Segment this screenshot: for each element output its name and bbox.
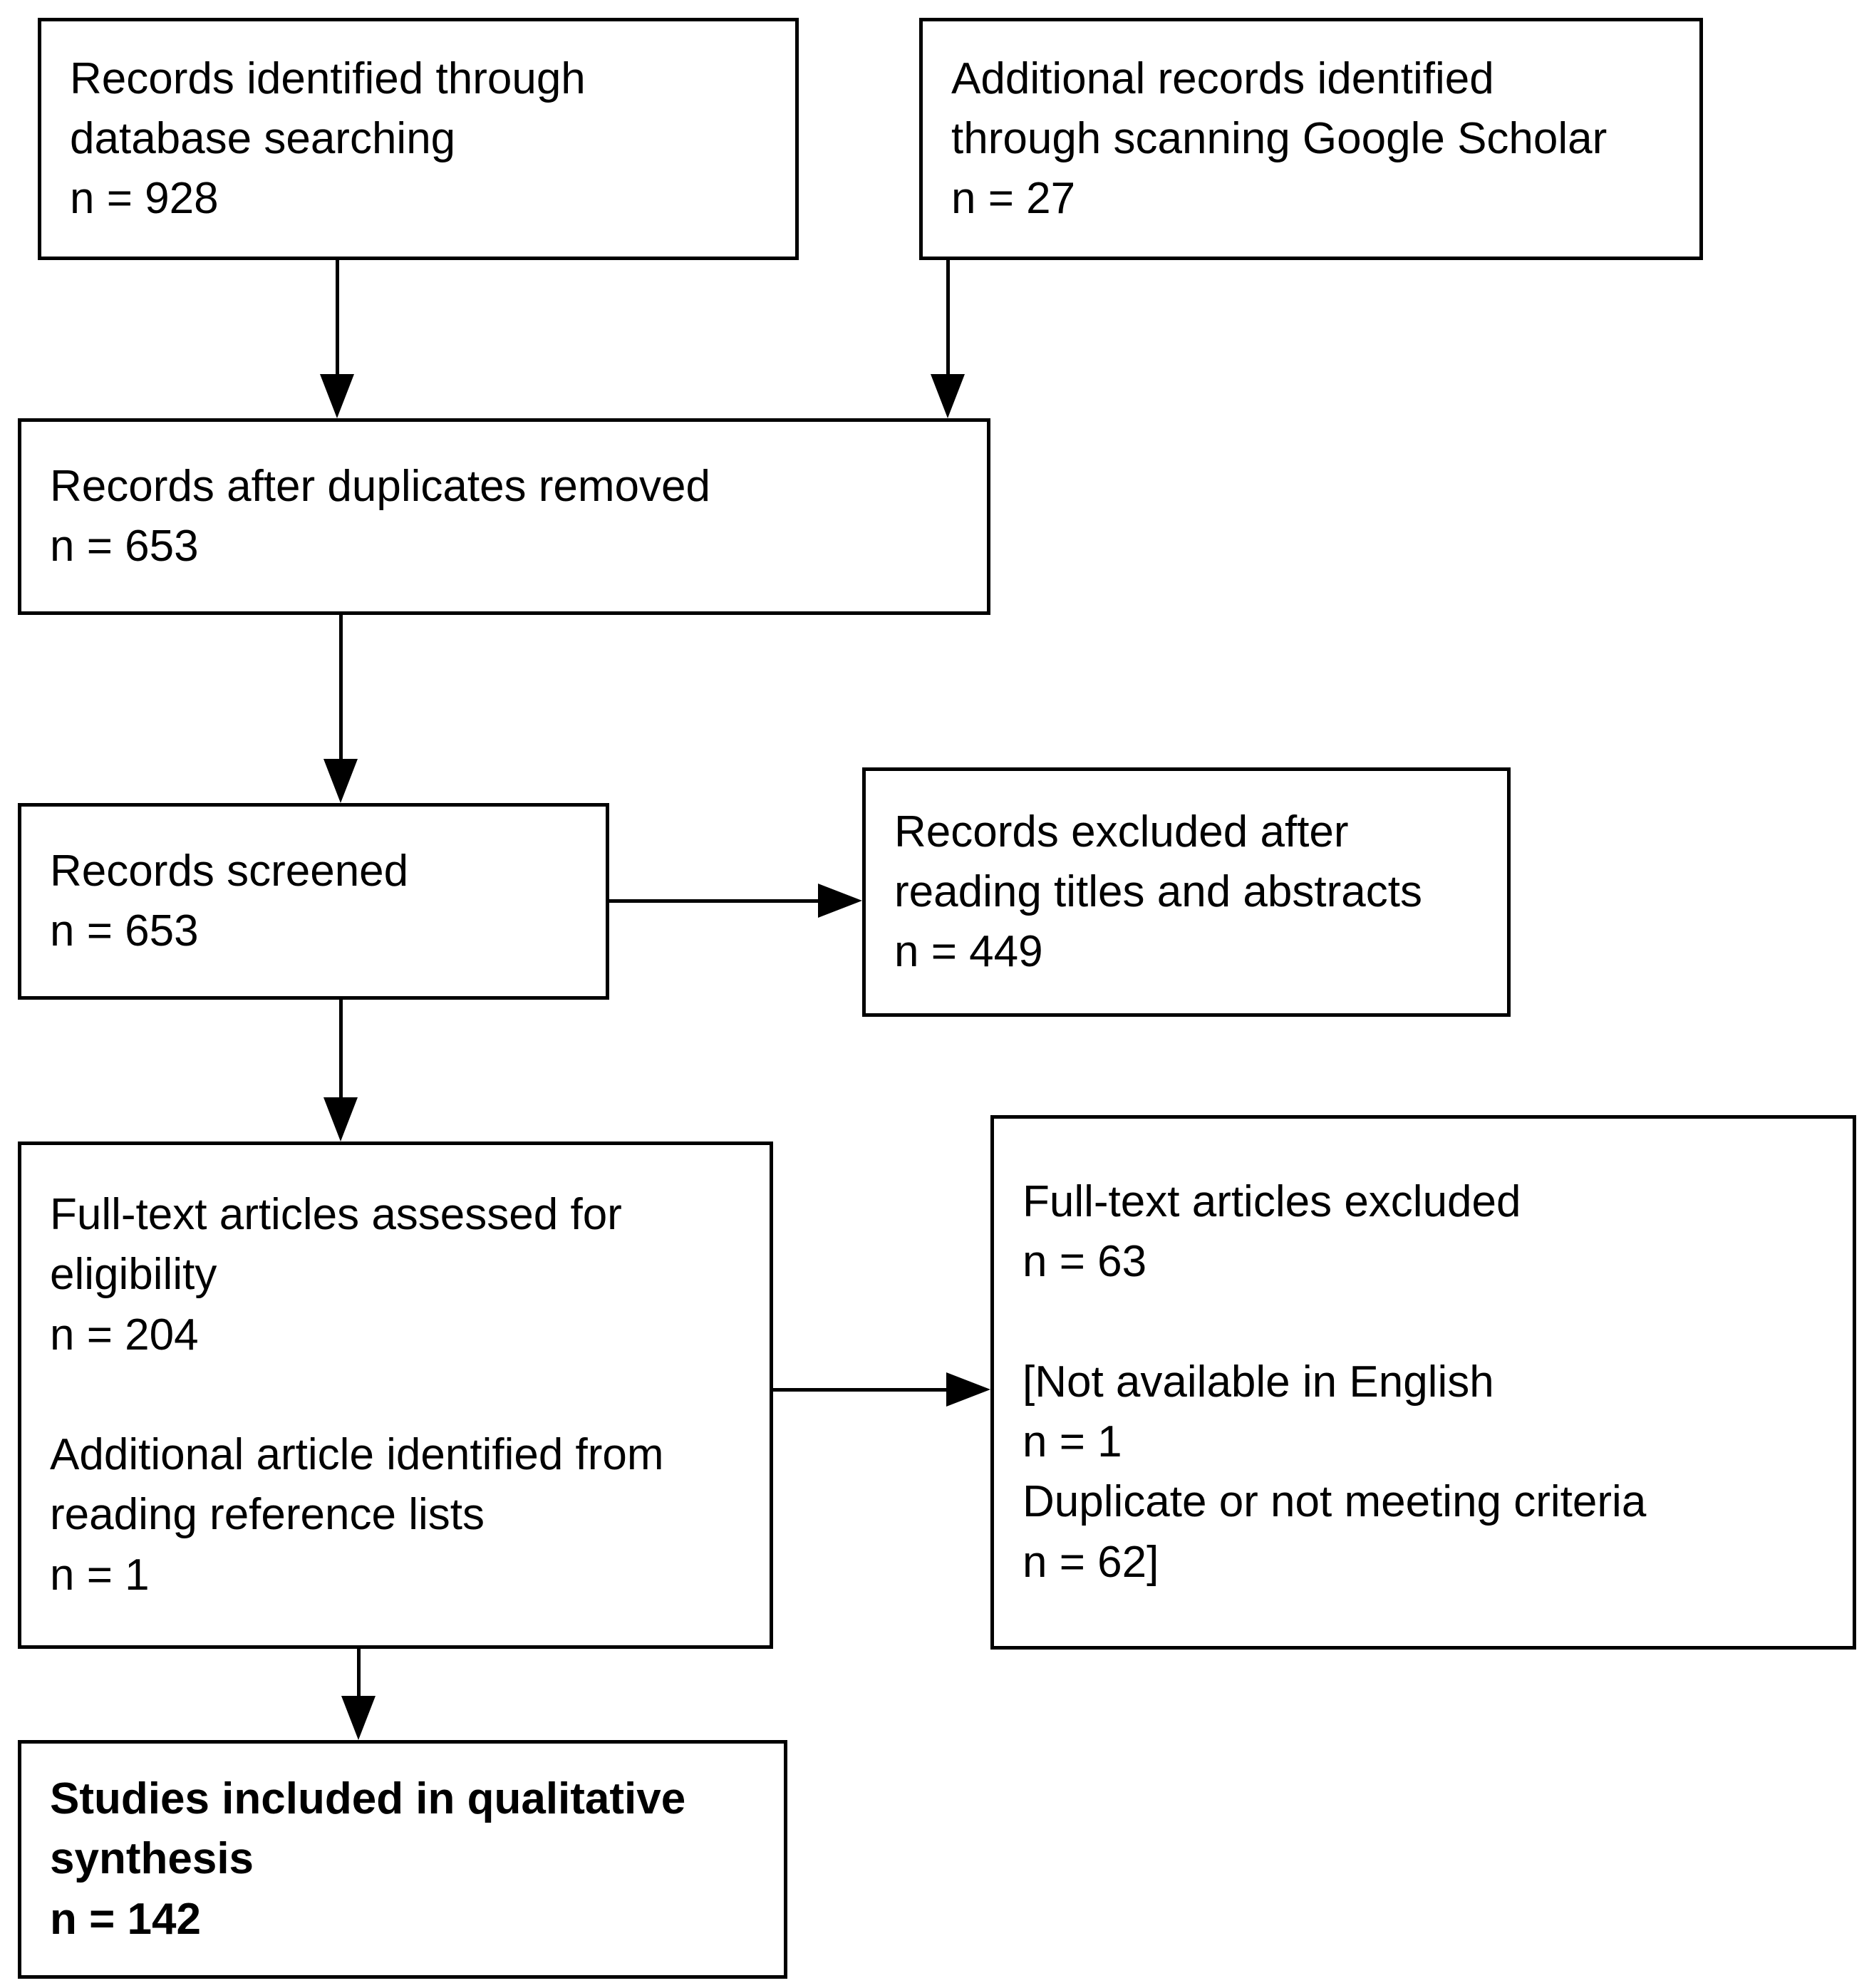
box-studies-included: Studies included in qualitative synthesi… xyxy=(18,1740,787,1979)
arrow-duplicates-to-screened-line xyxy=(339,614,343,760)
arrow-fulltext-to-included-head-icon xyxy=(341,1696,376,1740)
arrow-screened-to-excluded-line xyxy=(608,899,822,903)
arrow-screened-to-fulltext-line xyxy=(339,998,343,1099)
arrow-additional-to-duplicates-line xyxy=(946,259,950,376)
arrow-identified-to-duplicates-line xyxy=(336,259,339,376)
box-records-identified: Records identified through database sear… xyxy=(38,18,799,260)
box-duplicates-removed: Records after duplicates removed n = 653 xyxy=(18,418,990,615)
arrow-screened-to-excluded-head-icon xyxy=(818,884,862,918)
arrow-fulltext-to-included-line xyxy=(357,1647,361,1697)
box-additional-records: Additional records identified through sc… xyxy=(919,18,1703,260)
box-fulltext-assessed: Full-text articles assessed for eligibil… xyxy=(18,1141,773,1649)
arrow-additional-to-duplicates-head-icon xyxy=(931,374,965,418)
arrow-screened-to-fulltext-head-icon xyxy=(323,1097,358,1141)
box-fulltext-excluded: Full-text articles excluded n = 63 [Not … xyxy=(990,1115,1856,1650)
arrow-fulltext-to-excluded-head-icon xyxy=(946,1372,990,1407)
arrow-identified-to-duplicates-head-icon xyxy=(320,374,354,418)
box-records-screened: Records screened n = 653 xyxy=(18,803,609,1000)
arrow-duplicates-to-screened-head-icon xyxy=(323,759,358,803)
arrow-fulltext-to-excluded-line xyxy=(772,1388,950,1392)
box-records-excluded: Records excluded after reading titles an… xyxy=(862,767,1511,1017)
